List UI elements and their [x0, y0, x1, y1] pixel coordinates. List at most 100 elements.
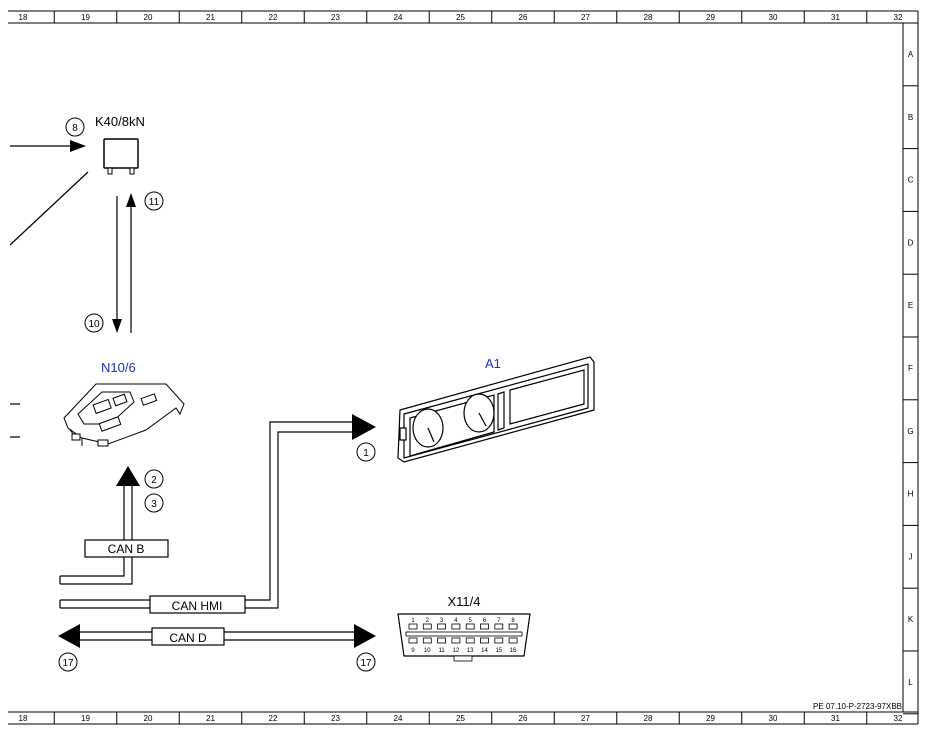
connector-pin-number: 8 [511, 618, 515, 624]
connector-pin [437, 623, 447, 630]
svg-text:1: 1 [363, 448, 369, 459]
callout-17-right: 17 [356, 652, 376, 672]
can-b-label: CAN B [108, 542, 145, 556]
column-label: 26 [519, 13, 528, 22]
connector-pin [465, 637, 475, 644]
column-label: 32 [894, 714, 903, 723]
column-label: 18 [19, 13, 28, 22]
connector-pin [422, 637, 432, 644]
connector-pin [494, 637, 504, 644]
row-label: F [908, 364, 913, 373]
svg-text:8: 8 [72, 123, 78, 134]
diagram-frame [8, 10, 919, 725]
callout-8: 8 [65, 117, 85, 137]
svg-text:2: 2 [151, 475, 157, 486]
connector-pin-number: 13 [467, 648, 474, 654]
relay-body [103, 138, 139, 169]
row-label: E [908, 301, 913, 310]
connector-pin-number: 5 [469, 618, 473, 624]
svg-text:17: 17 [62, 658, 74, 669]
connector-pin-number: 6 [483, 618, 487, 624]
callout-3: 3 [144, 493, 164, 513]
column-label: 22 [269, 714, 278, 723]
connector-pin [494, 623, 504, 630]
connector-pin [451, 637, 461, 644]
row-label: L [908, 678, 913, 687]
column-label: 25 [456, 714, 465, 723]
relay-pin-right [129, 167, 135, 175]
column-label: 27 [581, 13, 590, 22]
connector-label: X11/4 [447, 594, 480, 609]
connector-pin-number: 3 [440, 618, 444, 624]
connector-pin-number: 14 [481, 648, 488, 654]
column-label: 28 [644, 13, 653, 22]
column-label: 24 [394, 13, 403, 22]
callout-1: 1 [356, 442, 376, 462]
column-label: 30 [769, 714, 778, 723]
row-label: A [908, 50, 914, 59]
callout-11: 11 [144, 191, 164, 211]
column-label: 18 [19, 714, 28, 723]
connector-pin-number: 1 [411, 618, 415, 624]
column-label: 22 [269, 13, 278, 22]
connector-pin-number: 16 [510, 648, 517, 654]
column-label: 31 [831, 714, 840, 723]
connector-pin [422, 623, 432, 630]
column-label: 21 [206, 714, 215, 723]
column-label: 23 [331, 13, 340, 22]
connector-pin-number: 7 [497, 618, 501, 624]
column-label: 19 [81, 13, 90, 22]
connector-pin [508, 623, 518, 630]
can-b-bus [60, 466, 169, 585]
column-label: 29 [706, 714, 715, 723]
drawing-reference: PE 07.10-P-2723-97XBB [813, 702, 902, 711]
cluster-label: A1 [485, 356, 501, 371]
can-d-label: CAN D [169, 631, 207, 645]
column-label: 23 [331, 714, 340, 723]
row-label: C [908, 176, 914, 185]
connector-pin-number: 4 [454, 618, 458, 624]
instrument-cluster-a1: A1 [397, 356, 595, 463]
relay-pin-left [107, 167, 113, 175]
row-label: D [908, 238, 914, 247]
relay-k40-8kn: K40/8kN [95, 114, 145, 175]
column-label: 19 [81, 714, 90, 723]
row-label: B [908, 113, 913, 122]
row-label: H [908, 490, 914, 499]
connector-pin [408, 637, 418, 644]
column-label: 29 [706, 13, 715, 22]
column-label: 28 [644, 714, 653, 723]
relay-label: K40/8kN [95, 114, 145, 129]
callout-2: 2 [144, 469, 164, 489]
row-label: G [907, 427, 913, 436]
callout-17-left: 17 [58, 652, 78, 672]
connector-pin-number: 15 [495, 648, 502, 654]
module-n10-6: N10/6 [63, 360, 185, 447]
connector-pin-number: 9 [411, 648, 415, 654]
svg-text:10: 10 [88, 319, 100, 330]
connector-pin [480, 637, 489, 644]
connector-pin-number: 11 [438, 648, 445, 654]
can-d-bus [58, 624, 376, 648]
column-label: 27 [581, 714, 590, 723]
column-label: 20 [144, 13, 153, 22]
incoming-wires [9, 140, 89, 438]
column-label: 30 [769, 13, 778, 22]
connector-pin [437, 637, 447, 644]
connector-pin [465, 623, 475, 630]
connector-pin [508, 637, 518, 644]
column-label: 32 [894, 13, 903, 22]
column-label: 25 [456, 13, 465, 22]
column-label: 31 [831, 13, 840, 22]
connector-pin-number: 10 [424, 648, 431, 654]
column-label: 20 [144, 714, 153, 723]
module-label: N10/6 [101, 360, 136, 375]
svg-text:11: 11 [149, 197, 160, 208]
can-hmi-bus [59, 414, 376, 614]
column-label: 24 [394, 714, 403, 723]
